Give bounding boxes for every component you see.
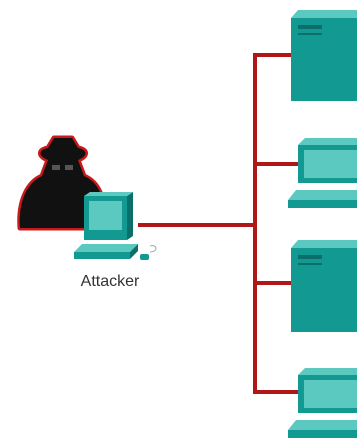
network-links bbox=[138, 53, 298, 394]
attacker-computer-icon bbox=[74, 192, 157, 260]
attacker-label: Attacker bbox=[80, 273, 140, 290]
server-icon-2 bbox=[291, 240, 357, 332]
desktop-computer-icon-2 bbox=[288, 368, 357, 438]
desktop-computer-icon-1 bbox=[288, 138, 357, 208]
server-icon-1 bbox=[291, 10, 357, 101]
hacker-icon bbox=[17, 135, 107, 231]
